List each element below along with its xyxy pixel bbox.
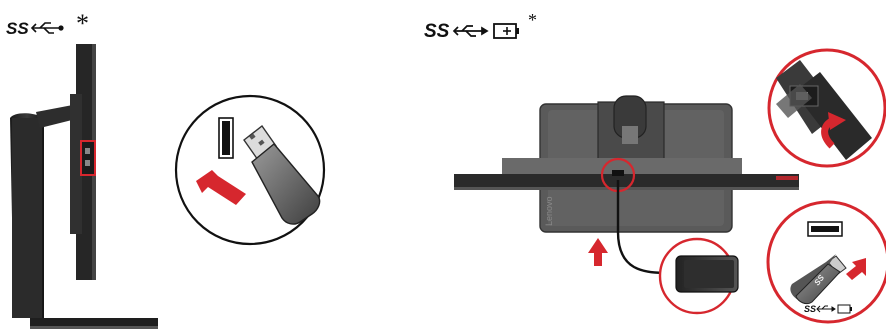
monitor-side-view <box>10 44 158 329</box>
usb-drive-callout: SS SS <box>766 200 886 324</box>
left-ss-text: SS <box>6 19 29 38</box>
drive-caption-text: SS <box>804 304 816 314</box>
left-panel: SS * <box>6 9 326 329</box>
usb-superspeed-icon <box>30 22 64 34</box>
left-asterisk: * <box>76 9 89 38</box>
curved-arrow-icon <box>821 112 846 149</box>
monitor-rear-view: Lenovo <box>454 95 799 315</box>
usb-superspeed-icon <box>452 25 489 37</box>
usb-port-icon <box>80 140 96 176</box>
hinge-callout <box>767 48 886 168</box>
right-asterisk: * <box>528 10 537 30</box>
insert-arrow-icon <box>588 238 608 266</box>
right-usb-label: SS * <box>424 10 537 42</box>
usb-superspeed-icon <box>816 305 836 313</box>
usb-drive-icon <box>243 124 321 225</box>
phone-icon <box>675 255 739 293</box>
battery-charge-icon <box>837 304 852 314</box>
lenovo-logo: Lenovo <box>544 196 554 226</box>
right-ss-text: SS <box>424 21 450 42</box>
battery-charge-icon <box>493 23 519 39</box>
insert-arrow-icon <box>196 170 246 205</box>
left-insert-callout <box>174 94 326 246</box>
left-usb-label: SS * <box>6 9 89 38</box>
usb-drive-icon: SS <box>790 254 847 305</box>
right-panel: SS * Le <box>424 10 886 324</box>
